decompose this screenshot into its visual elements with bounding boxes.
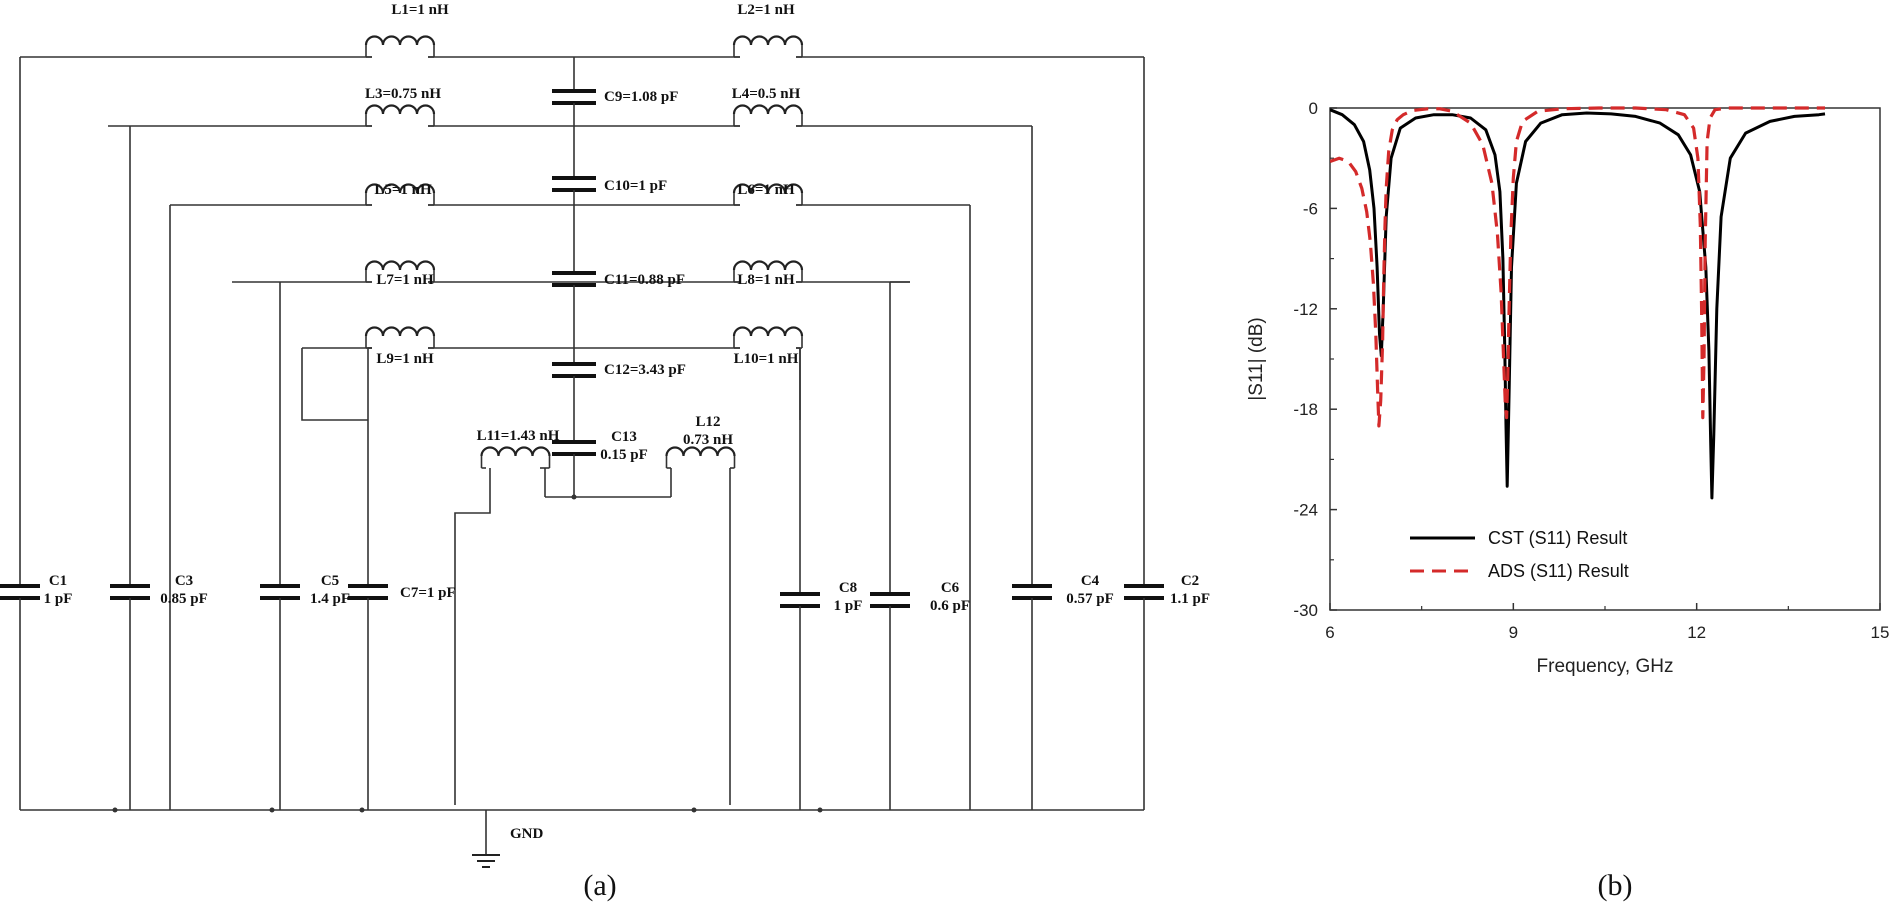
- inductor-L3: [364, 104, 436, 115]
- inductor-label-l11: L11=1.43 nH: [477, 428, 560, 444]
- series-line-cst: [1330, 108, 1826, 500]
- inductor-L7: [364, 260, 436, 271]
- capacitor-label-c1: C1: [49, 573, 67, 589]
- capacitor-label-c8: 1 pF: [834, 598, 863, 614]
- shunt-C2: [1124, 57, 1164, 810]
- inductor-label-l9: L9=1 nH: [376, 351, 434, 367]
- junction-dot: [112, 807, 118, 813]
- legend-label-ads: ADS (S11) Result: [1488, 561, 1629, 581]
- inductor-L9: [364, 326, 436, 337]
- inductor-label-l1: L1=1 nH: [391, 2, 449, 18]
- capacitor-label-c5: 1.4 pF: [310, 591, 350, 607]
- inductor-L4: [732, 104, 804, 115]
- junction-dot: [571, 494, 577, 500]
- inductor-L10: [732, 326, 804, 337]
- inductor-L6: [732, 183, 804, 194]
- capacitor-label-c2: C2: [1181, 573, 1199, 589]
- wire: [301, 348, 368, 421]
- junction-dot: [691, 807, 697, 813]
- inductor-label-l10: L10=1 nH: [734, 351, 799, 367]
- inductor-label-l12: 0.73 nH: [683, 432, 733, 448]
- circuit-diagram: L1=1 nH L2=1 nH L3=0.75 nH L4=0.5 nH L5=1 nH…: [0, 2, 1210, 902]
- capacitor-label-c13: 0.15 pF: [600, 447, 648, 463]
- y-tick-label: -18: [1293, 400, 1318, 419]
- junction-dot: [359, 807, 365, 813]
- y-tick-label: -24: [1293, 501, 1318, 520]
- capacitor-label-c7: C7=1 pF: [400, 585, 456, 601]
- y-tick-label: -30: [1293, 601, 1318, 620]
- legend-label-cst: CST (S11) Result: [1488, 528, 1627, 548]
- shunt-C7: [348, 348, 388, 810]
- series-line-ads: [1330, 106, 1825, 428]
- capacitor-label-c4: C4: [1081, 573, 1100, 589]
- capacitor-label-c6: C6: [941, 580, 960, 596]
- shunt-C4: [1012, 126, 1052, 810]
- capacitor-label-c10: C10=1 pF: [604, 178, 667, 194]
- inductor-L8: [732, 260, 804, 271]
- capacitor-label-c13: C13: [611, 429, 637, 445]
- y-tick-label: -12: [1293, 300, 1318, 319]
- ladder-row-2: [108, 104, 1032, 127]
- ground-label: GND: [510, 826, 544, 842]
- capacitor-label-c8: C8: [839, 580, 857, 596]
- capacitor-label-c3: 0.85 pF: [160, 591, 208, 607]
- ladder-row-5: [302, 326, 804, 349]
- y-tick-label: -6: [1303, 199, 1318, 218]
- capacitor-label-c4: 0.57 pF: [1066, 591, 1114, 607]
- inductor-label-l3: L3=0.75 nH: [365, 86, 441, 102]
- x-tick-label: 15: [1871, 623, 1890, 642]
- ladder-row-4: [232, 260, 910, 283]
- inductor-L12: [665, 446, 736, 457]
- inductor-L11: [480, 446, 551, 457]
- inductor-label-l6: L6=1 nH: [737, 182, 795, 198]
- ladder-row-3: [170, 183, 970, 206]
- ladder-row-1: [20, 35, 1144, 58]
- capacitor-label-c11: C11=0.88 pF: [604, 272, 685, 288]
- inductor-label-l7: L7=1 nH: [376, 272, 434, 288]
- inductor-L1: [364, 35, 436, 46]
- inductor-label-l8: L8=1 nH: [737, 272, 795, 288]
- x-tick-label: 12: [1687, 623, 1706, 642]
- wire: [454, 468, 491, 805]
- inductor-label-l4: L4=0.5 nH: [732, 86, 801, 102]
- shunt-C1: [0, 57, 40, 810]
- capacitor-label-c9: C9=1.08 pF: [604, 89, 678, 105]
- x-tick-label: 9: [1509, 623, 1518, 642]
- inductor-label-l5: L5=1 nH: [374, 182, 432, 198]
- junction-dot: [269, 807, 275, 813]
- x-tick-label: 6: [1325, 623, 1334, 642]
- capacitor-label-c3: C3: [175, 573, 193, 589]
- capacitor-label-c6: 0.6 pF: [930, 598, 970, 614]
- capacitor-label-c12: C12=3.43 pF: [604, 362, 686, 378]
- inductor-label-l12: L12: [695, 414, 720, 430]
- y-tick-label: 0: [1309, 99, 1318, 118]
- inductor-label-l2: L2=1 nH: [737, 2, 795, 18]
- capacitor-label-c2: 1.1 pF: [1170, 591, 1210, 607]
- caption-a: (a): [583, 869, 616, 902]
- capacitor-label-c1: 1 pF: [44, 591, 73, 607]
- junction-dot: [817, 807, 823, 813]
- y-axis-label: |S11| (dB): [1246, 317, 1267, 400]
- shunt-C5: [260, 282, 300, 810]
- shunt-C6: [870, 282, 910, 810]
- inductor-L5: [364, 183, 436, 194]
- capacitor-label-c5: C5: [321, 573, 339, 589]
- caption-b: (b): [1598, 869, 1633, 902]
- inductor-L2: [732, 35, 804, 46]
- x-axis-label: Frequency, GHz: [1537, 656, 1674, 677]
- shunt-C3: [110, 126, 150, 810]
